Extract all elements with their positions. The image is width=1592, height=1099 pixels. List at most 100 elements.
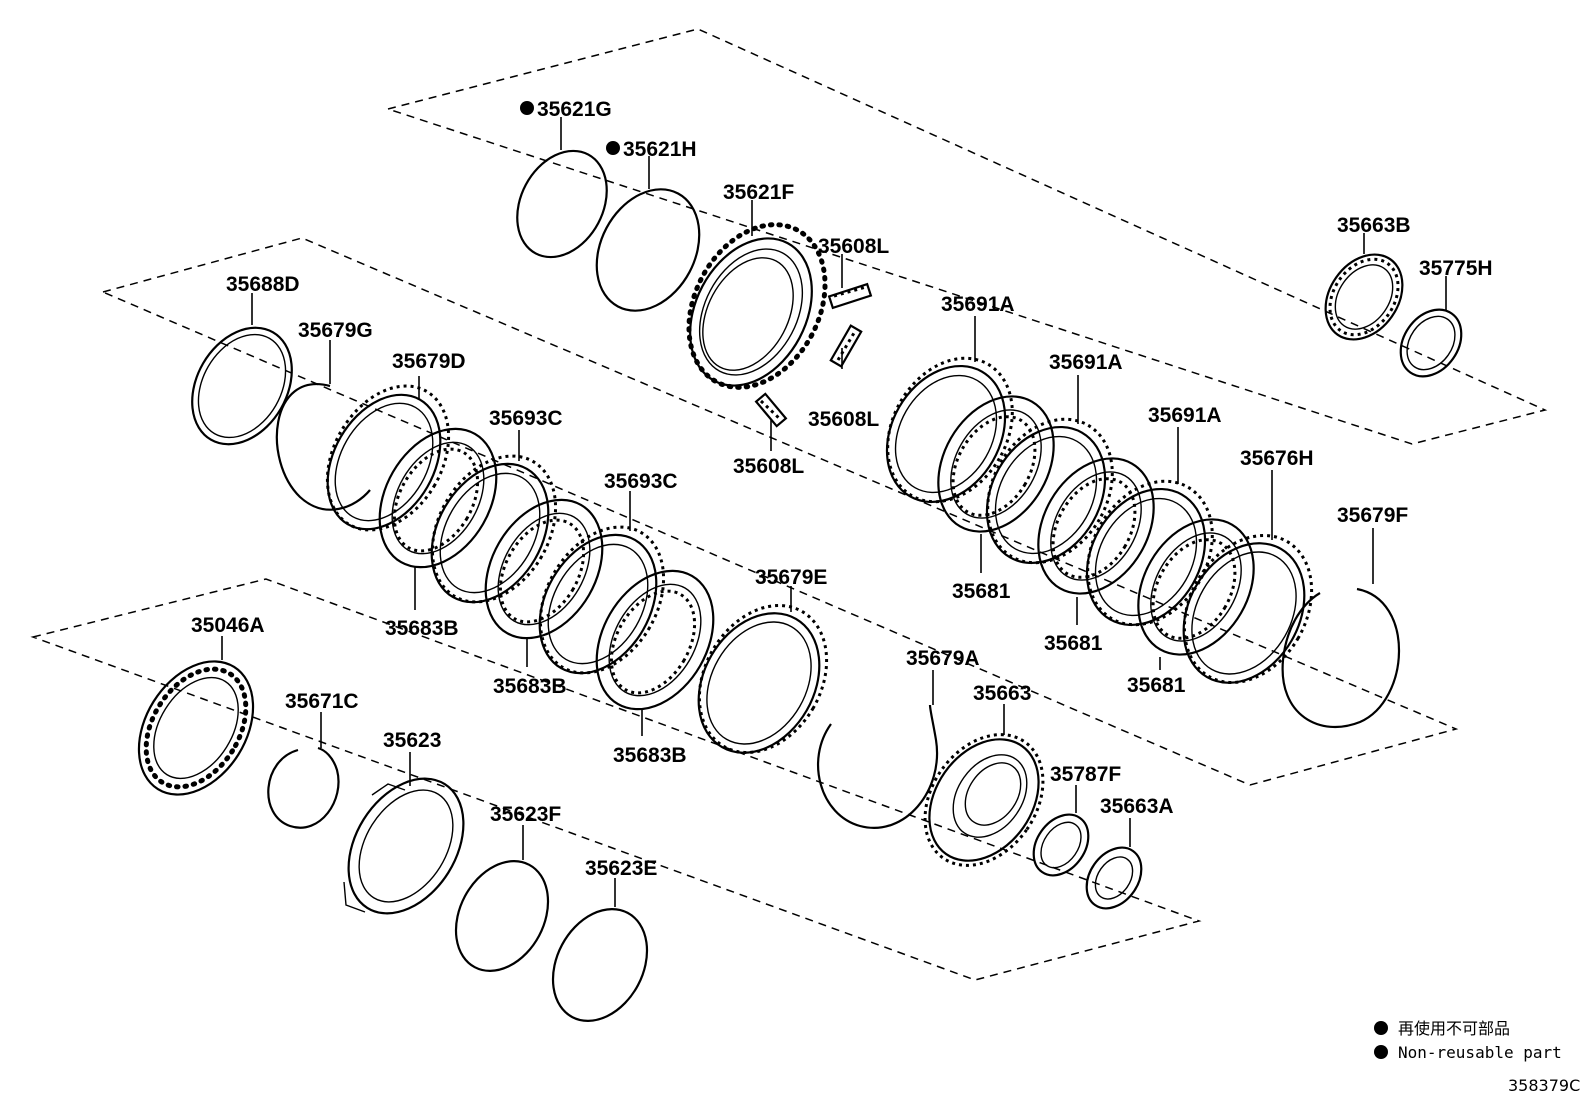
part-35688D[interactable]: [172, 310, 312, 462]
snap-ring-35679A: [816, 704, 939, 829]
label-35608L-a[interactable]: 35608L: [818, 235, 889, 258]
snap-ring-35679F: [1281, 587, 1400, 729]
label-35623[interactable]: 35623: [383, 729, 441, 752]
part-35621H[interactable]: [576, 171, 719, 328]
spring-retainer-inner: [153, 676, 239, 780]
drum-gear-teeth: [923, 733, 1045, 867]
lower-group-box: [30, 578, 1202, 981]
label-35676H[interactable]: 35676H: [1240, 447, 1314, 470]
label-35608L-c[interactable]: 35608L: [733, 455, 804, 478]
part-35679A[interactable]: [816, 704, 939, 829]
label-35663B[interactable]: 35663B: [1337, 214, 1411, 237]
part-35683B-1[interactable]: [356, 408, 520, 588]
part-35608L-b[interactable]: [829, 324, 863, 368]
label-35679E[interactable]: 35679E: [755, 566, 827, 589]
label-35681-2[interactable]: 35681: [1044, 632, 1103, 655]
plate-35691A-2-tabs: [986, 417, 1114, 565]
label-35691A-2[interactable]: 35691A: [1049, 351, 1123, 374]
label-35623F[interactable]: 35623F: [490, 803, 561, 826]
part-35679F[interactable]: [1281, 587, 1400, 729]
part-35691A-1[interactable]: [863, 336, 1038, 525]
label-35681-1[interactable]: 35681: [952, 580, 1011, 603]
label-35679A[interactable]: 35679A: [906, 647, 980, 670]
label-35608L-b[interactable]: 35608L: [808, 408, 879, 431]
label-35663A[interactable]: 35663A: [1100, 795, 1174, 818]
bearing-rollers: [1328, 257, 1400, 337]
plate-35676H-outer: [1182, 542, 1306, 684]
spring-block-b: [829, 324, 863, 368]
part-35683B-3[interactable]: [573, 550, 737, 730]
label-35621F[interactable]: 35621F: [723, 181, 794, 204]
label-35683B-1[interactable]: 35683B: [385, 617, 459, 640]
plate-35691A-3-outer: [1085, 487, 1207, 627]
race-outer: [1399, 308, 1463, 378]
label-35046A[interactable]: 35046A: [191, 614, 265, 637]
part-35608L-a[interactable]: [827, 282, 873, 310]
part-35693C-1[interactable]: [407, 434, 580, 624]
plate-35693C-2-inner: [547, 543, 649, 665]
part-35683B-2[interactable]: [462, 479, 626, 659]
label-35683B-3[interactable]: 35683B: [613, 744, 687, 767]
washer-35787F-outer: [1032, 813, 1090, 877]
part-35679D[interactable]: [303, 364, 474, 551]
label-35623E[interactable]: 35623E: [585, 857, 657, 880]
label-35688D[interactable]: 35688D: [226, 273, 300, 296]
plate-35691A-1-inner: [894, 374, 998, 494]
ring-35688D-inner: [197, 333, 287, 439]
label-35787F[interactable]: 35787F: [1050, 763, 1121, 786]
plate-35676H-tabs: [1182, 533, 1314, 685]
bearing-35663A-outer: [1085, 846, 1143, 910]
part-35621F[interactable]: [662, 201, 852, 411]
label-35679D[interactable]: 35679D: [392, 350, 466, 373]
part-35046A[interactable]: [115, 640, 276, 815]
plate-35693C-1-inner: [439, 472, 541, 594]
part-35663A[interactable]: [1075, 837, 1152, 919]
part-35787F[interactable]: [1022, 804, 1099, 886]
disc-35683B-1-inner: [391, 441, 485, 555]
label-35663[interactable]: 35663: [973, 682, 1031, 705]
middle-group-box: [100, 237, 1459, 786]
part-35608L-c[interactable]: [754, 392, 788, 428]
label-35681-3[interactable]: 35681: [1127, 674, 1186, 697]
part-35681-2[interactable]: [1015, 438, 1177, 615]
part-35621G[interactable]: [500, 135, 625, 272]
label-35671C[interactable]: 35671C: [285, 690, 359, 713]
label-35679F[interactable]: 35679F: [1337, 504, 1408, 527]
part-35663[interactable]: [901, 712, 1068, 888]
part-35681-1[interactable]: [915, 376, 1077, 553]
part-35691A-2[interactable]: [963, 397, 1138, 586]
part-35623[interactable]: [325, 758, 487, 935]
label-35679G[interactable]: 35679G: [298, 319, 373, 342]
part-35623F[interactable]: [438, 845, 567, 987]
label-35621G[interactable]: 35621G: [537, 98, 612, 121]
disc-35683B-2-splines: [498, 518, 586, 624]
part-35623E[interactable]: [534, 893, 665, 1038]
label-35693C-2[interactable]: 35693C: [604, 470, 678, 493]
part-35676H[interactable]: [1159, 512, 1337, 705]
part-35671C[interactable]: [267, 746, 340, 829]
label-35621H[interactable]: 35621H: [623, 138, 697, 161]
disc-35681-1-outer: [937, 395, 1055, 533]
plate-35691A-3-inner: [1094, 497, 1198, 617]
spring-coils-b: [836, 332, 856, 361]
drum-outer: [928, 738, 1040, 862]
plate-35679E-tabs: [697, 603, 829, 755]
part-35693C-2[interactable]: [515, 505, 688, 695]
part-35775H[interactable]: [1388, 298, 1474, 388]
plate-35691A-1-tabs: [886, 356, 1014, 504]
label-35775H[interactable]: 35775H: [1419, 257, 1493, 280]
label-35691A-1[interactable]: 35691A: [941, 293, 1015, 316]
balancer-inner: [358, 789, 454, 903]
snap-ring-35679G: [275, 383, 371, 511]
part-35679E[interactable]: [674, 582, 852, 775]
disc-35681-3-inner: [1150, 532, 1242, 642]
disc-35683B-3-inner: [608, 583, 702, 697]
label-35693C-1[interactable]: 35693C: [489, 407, 563, 430]
part-35679G[interactable]: [275, 383, 371, 511]
label-35691A-3[interactable]: 35691A: [1148, 404, 1222, 427]
label-35683B-2[interactable]: 35683B: [493, 675, 567, 698]
o-ring-35621H: [595, 188, 701, 312]
part-35663B[interactable]: [1310, 240, 1418, 354]
part-35681-3[interactable]: [1115, 499, 1277, 676]
disc-35681-3-splines: [1151, 538, 1237, 640]
